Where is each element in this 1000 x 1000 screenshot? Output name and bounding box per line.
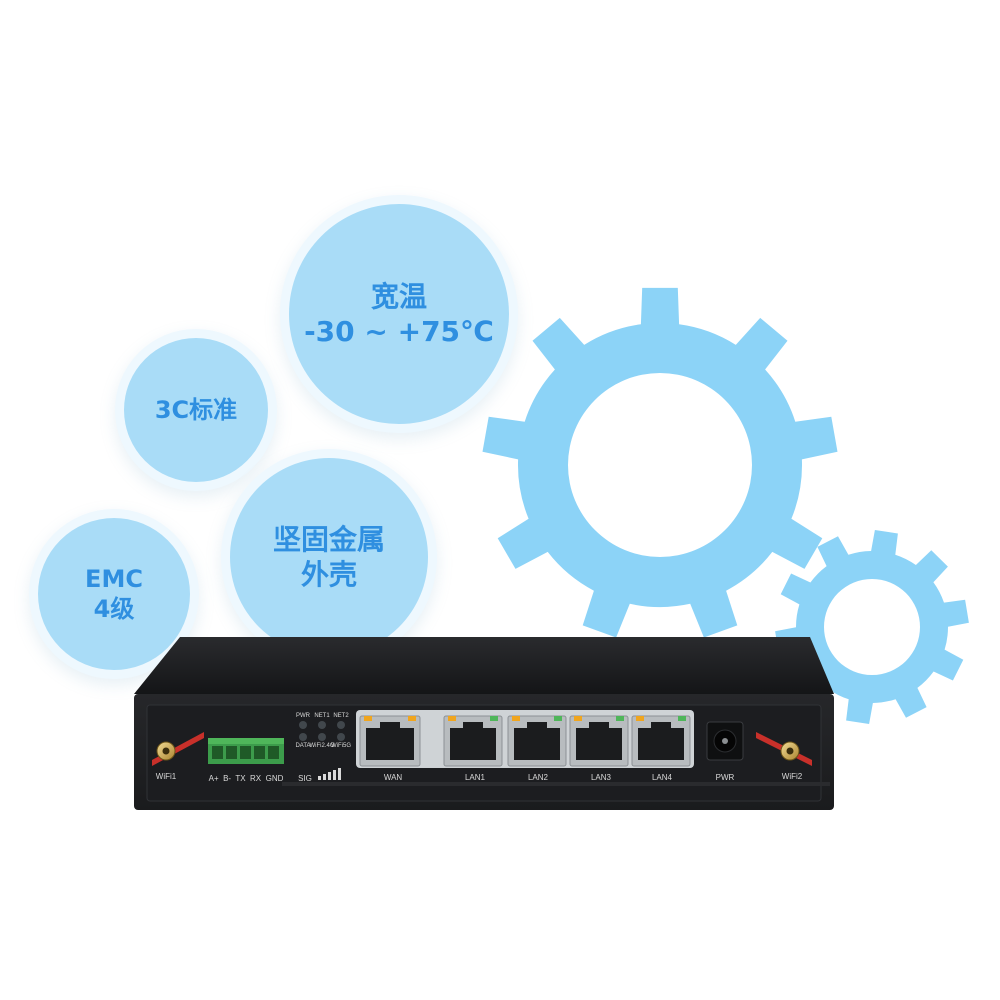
led-label-data: DATA: [295, 743, 310, 749]
wan-port[interactable]: [359, 715, 421, 767]
led-net1: [318, 721, 326, 729]
led-label-net1: NET1: [314, 713, 330, 719]
3c-standard-bubble: 3C标准: [124, 338, 268, 482]
red-stripe-center: [282, 782, 830, 786]
antenna-left-label: WiFi1: [156, 772, 177, 781]
antenna-right-label: WiFi2: [782, 772, 803, 781]
led-label-net2: NET2: [333, 713, 349, 719]
large-gear-icon: [482, 287, 838, 638]
port-label-lan2: LAN2: [528, 773, 549, 782]
power-label: PWR: [716, 773, 735, 782]
led-label-wifi24: WiFi2.4G: [309, 743, 334, 749]
metal-enclosure-bubble: 坚固金属 外壳: [230, 458, 428, 656]
port-label-wan: WAN: [384, 773, 403, 782]
bubble-enclosure-line2: 外壳: [300, 558, 357, 591]
terminal-labels: A+ B- TX RX GND: [209, 774, 284, 783]
serial-terminal-block[interactable]: [208, 738, 284, 764]
port-label-lan4: LAN4: [652, 773, 673, 782]
lan1-port[interactable]: [443, 715, 503, 767]
led-net2: [337, 721, 345, 729]
lan4-port[interactable]: [631, 715, 691, 767]
bubble-temperature-range: -30 ~ +75℃: [304, 315, 494, 348]
led-label-pwr: PWR: [296, 713, 311, 719]
led-data: [299, 733, 307, 741]
signal-strength-icon: [318, 768, 341, 780]
lan3-port[interactable]: [569, 715, 629, 767]
chassis-top: [134, 637, 834, 694]
led-label-wifi5: WiFi5G: [331, 743, 351, 749]
emc-level-bubble: EMC 4级: [38, 518, 190, 670]
antenna-connector-left[interactable]: [156, 741, 176, 761]
led-wifi5: [337, 733, 345, 741]
power-jack[interactable]: [706, 721, 744, 761]
bubble-enclosure-line1: 坚固金属: [272, 523, 385, 556]
wide-temperature-bubble: 宽温 -30 ~ +75℃: [289, 204, 509, 424]
signal-label: SIG: [298, 774, 312, 783]
port-label-lan3: LAN3: [591, 773, 612, 782]
antenna-connector-right[interactable]: [780, 741, 800, 761]
lan2-port[interactable]: [507, 715, 567, 767]
led-pwr: [299, 721, 307, 729]
port-label-lan1: LAN1: [465, 773, 486, 782]
bubble-temperature-title: 宽温: [370, 280, 427, 313]
bubble-standard-text: 3C标准: [154, 396, 238, 424]
bubble-emc-line2: 4级: [93, 595, 135, 623]
led-wifi24: [318, 733, 326, 741]
bubble-emc-line1: EMC: [85, 565, 143, 593]
